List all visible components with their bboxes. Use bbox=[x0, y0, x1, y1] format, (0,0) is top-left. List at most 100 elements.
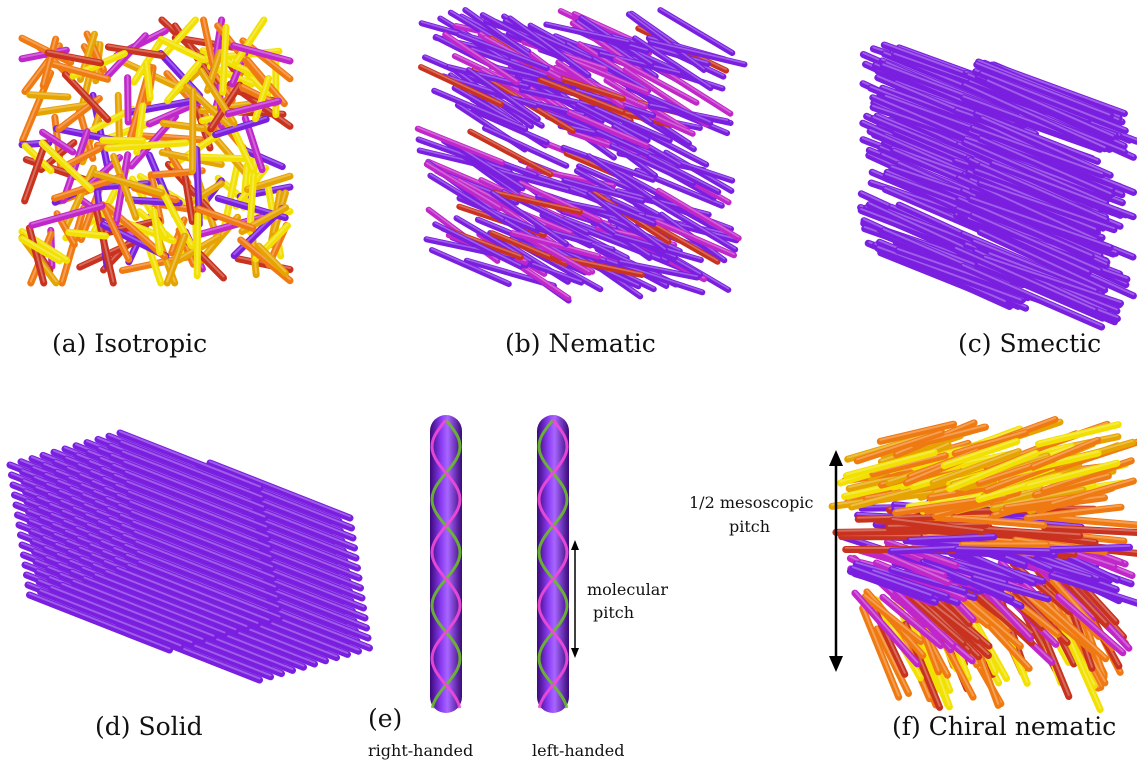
rod bbox=[970, 574, 1052, 603]
rod-highlight bbox=[577, 102, 649, 140]
rod-highlight bbox=[943, 439, 1018, 466]
rod bbox=[442, 31, 520, 86]
rod-highlight bbox=[467, 67, 539, 119]
rod-highlight bbox=[135, 540, 278, 598]
rod bbox=[597, 51, 683, 77]
rod-highlight bbox=[442, 74, 537, 106]
rod-highlight bbox=[94, 204, 115, 283]
rod bbox=[888, 566, 969, 596]
rod bbox=[1029, 436, 1102, 471]
rod-highlight bbox=[444, 32, 518, 82]
rod-highlight bbox=[425, 162, 501, 208]
molecular-pitch-arrow bbox=[571, 540, 579, 658]
rod-highlight bbox=[429, 173, 508, 222]
rod-highlight bbox=[127, 563, 270, 621]
rod bbox=[200, 16, 217, 68]
rod bbox=[142, 59, 154, 102]
rod bbox=[625, 84, 714, 127]
rod-highlight bbox=[856, 430, 943, 461]
rod-highlight bbox=[895, 589, 954, 645]
rod bbox=[874, 245, 1025, 305]
rod-highlight bbox=[545, 22, 630, 43]
rod-highlight bbox=[469, 129, 552, 175]
helix-stripe bbox=[430, 419, 462, 709]
rod-highlight bbox=[162, 120, 204, 128]
rod-highlight bbox=[649, 221, 719, 262]
caption-isotropic: (a) Isotropic bbox=[52, 329, 208, 358]
chiral-nematic-rods bbox=[828, 416, 1137, 714]
caption-chiral-nematic: (f) Chiral nematic bbox=[892, 712, 1117, 741]
rod bbox=[130, 519, 277, 582]
rod bbox=[961, 82, 1109, 153]
rod bbox=[479, 12, 566, 62]
rod-highlight bbox=[1043, 525, 1137, 532]
rod-highlight bbox=[956, 547, 1050, 552]
rod bbox=[517, 180, 603, 224]
rod-highlight bbox=[568, 110, 648, 146]
rod bbox=[50, 61, 111, 83]
rod-highlight bbox=[105, 570, 248, 628]
rod bbox=[118, 439, 265, 502]
rod bbox=[104, 43, 166, 60]
rod-highlight bbox=[241, 84, 276, 103]
rod bbox=[869, 568, 951, 601]
rod bbox=[561, 177, 646, 205]
rod bbox=[418, 64, 504, 108]
rod bbox=[647, 220, 721, 265]
rod bbox=[159, 119, 207, 132]
rod bbox=[26, 591, 173, 654]
rod-highlight bbox=[948, 450, 1037, 489]
rod bbox=[431, 87, 529, 133]
rod-highlight bbox=[656, 219, 735, 255]
rod-highlight bbox=[588, 191, 666, 250]
rod bbox=[92, 203, 117, 287]
caption-smectic: (c) Smectic bbox=[958, 329, 1102, 358]
rod bbox=[889, 517, 987, 535]
rod bbox=[38, 139, 95, 193]
rod bbox=[230, 42, 294, 65]
rod-highlight bbox=[991, 161, 1135, 217]
rod-highlight bbox=[958, 197, 1093, 256]
rod bbox=[543, 21, 632, 46]
rod-highlight bbox=[615, 57, 698, 103]
rod bbox=[911, 423, 989, 449]
rod bbox=[955, 174, 1100, 244]
rod bbox=[134, 549, 282, 612]
rod-highlight bbox=[129, 500, 272, 558]
rod-highlight bbox=[153, 209, 161, 252]
rod bbox=[121, 459, 268, 522]
rod-highlight bbox=[894, 497, 984, 512]
rod bbox=[1034, 594, 1110, 663]
rod bbox=[989, 160, 1137, 221]
rod-highlight bbox=[21, 236, 61, 261]
rod bbox=[879, 593, 945, 650]
rod bbox=[892, 588, 957, 649]
rod bbox=[202, 123, 249, 177]
rod bbox=[566, 109, 650, 149]
rod bbox=[1048, 572, 1137, 607]
helix-stripe bbox=[537, 419, 569, 709]
rod bbox=[124, 479, 271, 542]
rod bbox=[224, 97, 282, 118]
rod bbox=[128, 509, 276, 572]
rod-highlight bbox=[657, 188, 740, 238]
rod bbox=[92, 572, 239, 635]
rod bbox=[212, 115, 270, 139]
rod bbox=[861, 593, 925, 646]
rod-highlight bbox=[72, 579, 215, 637]
rod bbox=[951, 429, 1029, 457]
rod-highlight bbox=[145, 60, 152, 98]
rod-highlight bbox=[204, 124, 247, 173]
rod bbox=[575, 101, 651, 144]
rod-highlight bbox=[458, 32, 548, 68]
rod-highlight bbox=[1050, 573, 1137, 603]
rod bbox=[423, 161, 503, 212]
rod bbox=[586, 190, 668, 254]
rod-highlight bbox=[234, 17, 265, 62]
rod bbox=[91, 170, 166, 197]
rod bbox=[48, 585, 195, 648]
rod-highlight bbox=[101, 202, 130, 259]
rod-highlight bbox=[963, 83, 1106, 149]
rod-highlight bbox=[1032, 437, 1099, 467]
rod-highlight bbox=[64, 72, 109, 119]
